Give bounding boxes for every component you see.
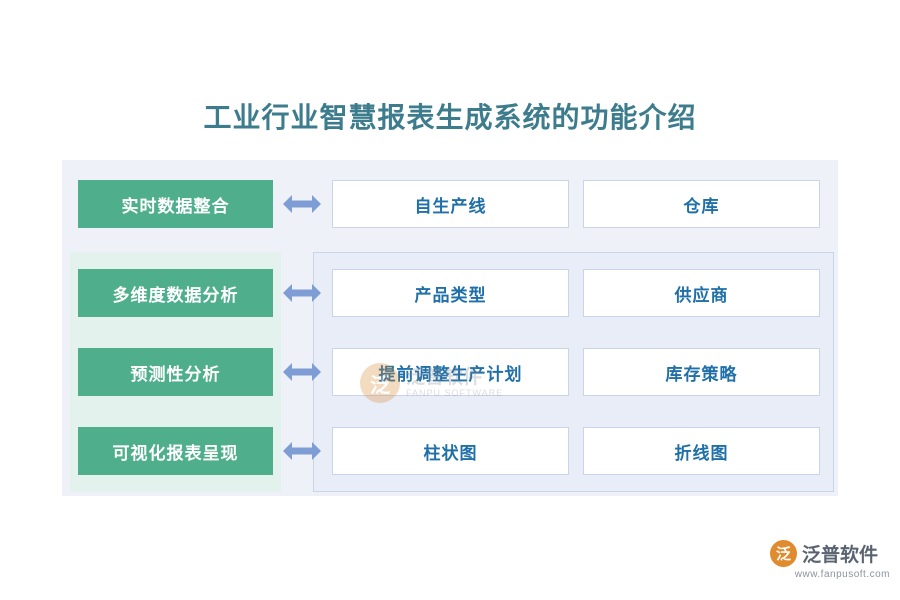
brand-logo-name: 泛普软件 bbox=[802, 545, 879, 566]
feature-label-4[interactable]: 可视化报表呈现 bbox=[78, 427, 273, 475]
double-arrow-icon bbox=[283, 193, 321, 215]
brand-logo-row: 泛 泛普软件 bbox=[770, 540, 890, 567]
feature-card-2-1[interactable]: 产品类型 bbox=[332, 269, 569, 317]
feature-card-3-1[interactable]: 提前调整生产计划 bbox=[332, 348, 569, 396]
feature-label-1[interactable]: 实时数据整合 bbox=[78, 180, 273, 228]
double-arrow-icon bbox=[283, 282, 321, 304]
double-arrow-icon bbox=[283, 361, 321, 383]
brand-logo-icon: 泛 bbox=[770, 540, 797, 567]
feature-card-2-2[interactable]: 供应商 bbox=[583, 269, 820, 317]
brand-logo: 泛 泛普软件 www.fanpusoft.com bbox=[770, 540, 890, 586]
brand-logo-url: www.fanpusoft.com bbox=[794, 569, 890, 580]
feature-card-1-1[interactable]: 自生产线 bbox=[332, 180, 569, 228]
double-arrow-icon bbox=[283, 440, 321, 462]
feature-card-1-2[interactable]: 仓库 bbox=[583, 180, 820, 228]
feature-card-3-2[interactable]: 库存策略 bbox=[583, 348, 820, 396]
page-title: 工业行业智慧报表生成系统的功能介绍 bbox=[203, 103, 697, 134]
feature-label-3[interactable]: 预测性分析 bbox=[78, 348, 273, 396]
feature-label-2[interactable]: 多维度数据分析 bbox=[78, 269, 273, 317]
feature-card-4-2[interactable]: 折线图 bbox=[583, 427, 820, 475]
feature-card-4-1[interactable]: 柱状图 bbox=[332, 427, 569, 475]
